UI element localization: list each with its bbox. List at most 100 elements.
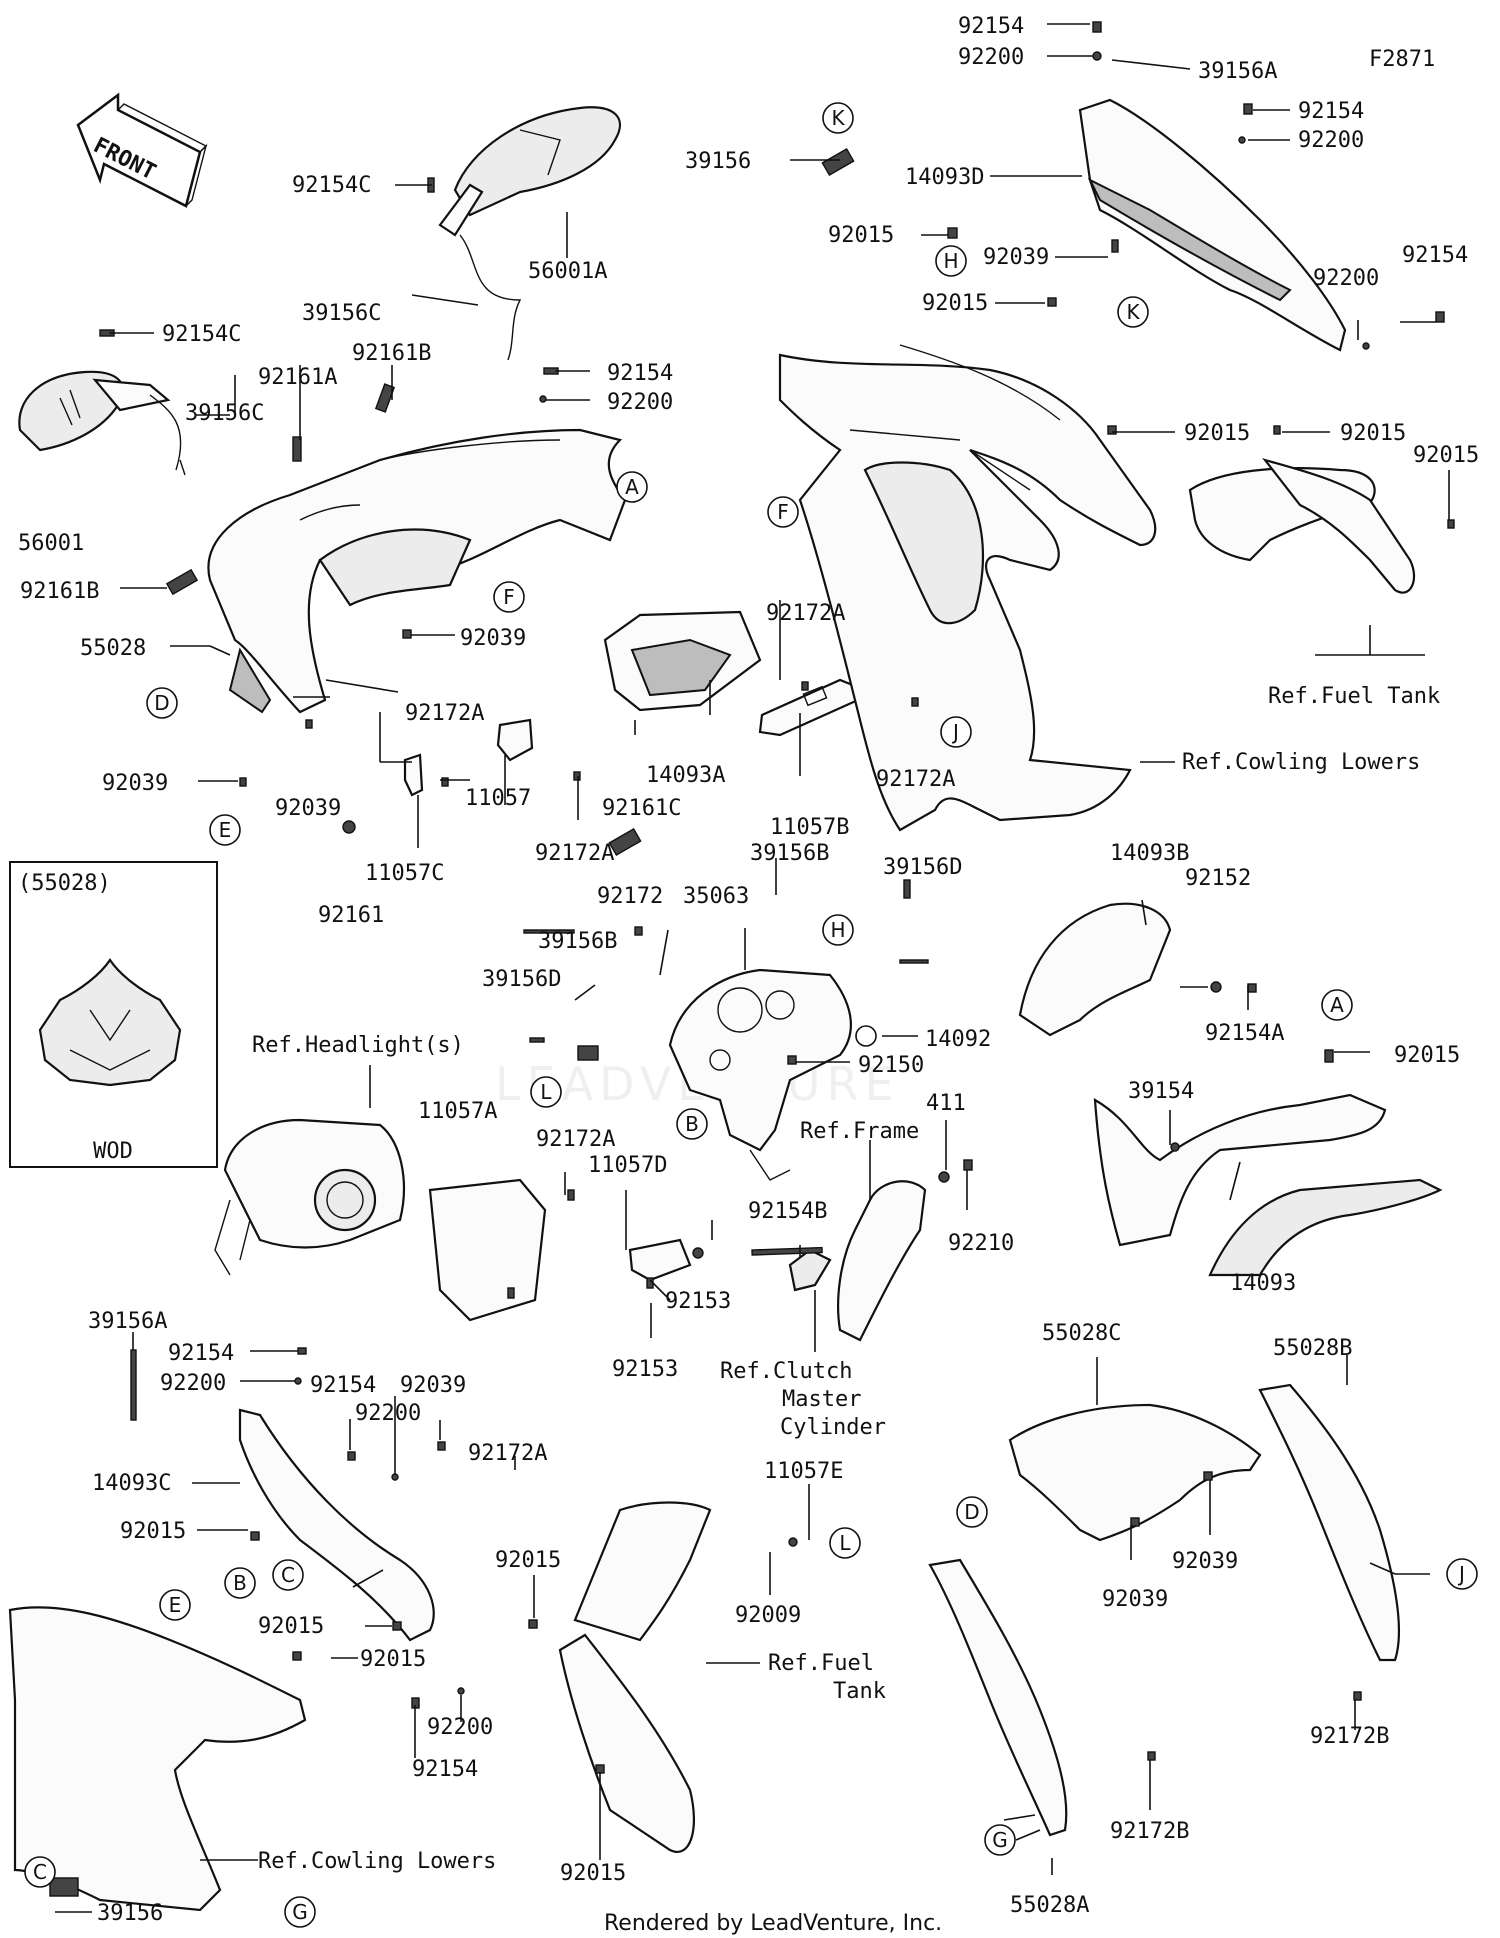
svg-text:D: D	[154, 691, 169, 715]
label-92039: 92039	[102, 771, 168, 796]
label-39156: 39156	[97, 1901, 163, 1926]
label-ref-cowling-lowers: Ref.Cowling Lowers	[1182, 750, 1420, 775]
label-39156A: 39156A	[88, 1309, 167, 1334]
label-92154C: 92154C	[292, 173, 371, 198]
label-39156D: 39156D	[482, 967, 561, 992]
label-92161: 92161	[318, 903, 384, 928]
label-92154: 92154	[607, 361, 673, 386]
inner-cowl-55028C	[1008, 1403, 1262, 1542]
label-92172A: 92172A	[766, 601, 845, 626]
fuel-tank-ref-left	[558, 1501, 712, 1853]
label-92172B: 92172B	[1310, 1724, 1389, 1749]
callout-K: K	[1117, 296, 1149, 328]
svg-text:K: K	[1126, 300, 1140, 324]
side-panel-14093C	[238, 1408, 435, 1642]
label-F2871: F2871	[1369, 47, 1435, 72]
label-11057E: 11057E	[764, 1459, 843, 1484]
label-14093B: 14093B	[1110, 841, 1189, 866]
callout-H: H	[935, 245, 967, 277]
label-14093: 14093	[1230, 1271, 1296, 1296]
callout-B: B	[676, 1108, 708, 1140]
side-cowl-55028A	[928, 1558, 1068, 1837]
upper-fairing-39154	[1093, 1093, 1387, 1247]
label-92210: 92210	[948, 1231, 1014, 1256]
callout-J: J	[940, 716, 972, 748]
callout-E: E	[209, 814, 241, 846]
svg-text:C: C	[33, 1860, 47, 1884]
label-master: Master	[782, 1387, 861, 1412]
label-11057C: 11057C	[365, 861, 444, 886]
callout-A: A	[1321, 989, 1353, 1021]
bracket-11057	[496, 718, 534, 762]
label-39156B: 39156B	[538, 929, 617, 954]
label-92015: 92015	[1340, 421, 1406, 446]
label-92039: 92039	[275, 796, 341, 821]
label-92161C: 92161C	[602, 796, 681, 821]
callouts: K H K A F F D E J H L B A B C E L D J G …	[24, 102, 1478, 1928]
label-92039: 92039	[1172, 1549, 1238, 1574]
label-39156C: 39156C	[185, 401, 264, 426]
label-92200: 92200	[1313, 266, 1379, 291]
label-92152: 92152	[1185, 866, 1251, 891]
label-92172A: 92172A	[468, 1441, 547, 1466]
callout-L: L	[530, 1076, 562, 1108]
bracket-11057B	[758, 678, 862, 737]
label-92154: 92154	[168, 1341, 234, 1366]
callout-B: B	[224, 1567, 256, 1599]
label-92154: 92154	[310, 1373, 376, 1398]
svg-text:G: G	[992, 1828, 1008, 1852]
label-14093A: 14093A	[646, 763, 725, 788]
label-39156: 39156	[685, 149, 751, 174]
label-92015: 92015	[1394, 1043, 1460, 1068]
inset-55028: (55028) WOD	[9, 861, 218, 1168]
svg-text:D: D	[964, 1500, 979, 1524]
label-92039: 92039	[1102, 1587, 1168, 1612]
label-92172B: 92172B	[1110, 1819, 1189, 1844]
callout-C: C	[24, 1856, 56, 1888]
label-11057B: 11057B	[770, 815, 849, 840]
label-92154C: 92154C	[162, 322, 241, 347]
label-92154: 92154	[412, 1757, 478, 1782]
svg-text:J: J	[951, 720, 959, 744]
callout-C: C	[272, 1559, 304, 1591]
label-55028C: 55028C	[1042, 1321, 1121, 1346]
side-panel-14093D	[1078, 98, 1347, 352]
label-39156A: 39156A	[1198, 59, 1277, 84]
svg-text:A: A	[625, 475, 639, 499]
label-cylinder: Cylinder	[780, 1415, 886, 1440]
label-ref-fuel-tank: Ref.Fuel Tank	[1268, 684, 1440, 709]
label-56001: 56001	[18, 531, 84, 556]
callout-F: F	[493, 581, 525, 613]
label-ref-frame: Ref.Frame	[800, 1119, 919, 1144]
label-411: 411	[926, 1091, 966, 1116]
label-92015: 92015	[828, 223, 894, 248]
label-92154B: 92154B	[748, 1199, 827, 1224]
callout-F: F	[767, 496, 799, 528]
mirror-left	[18, 370, 186, 476]
frame-ref	[837, 1180, 927, 1342]
label-92015: 92015	[560, 1861, 626, 1886]
callout-H: H	[822, 914, 854, 946]
label-39154: 39154	[1128, 1079, 1194, 1104]
label-55028B: 55028B	[1273, 1336, 1352, 1361]
bracket-11057C	[403, 753, 424, 797]
label-ref-clutch: Ref.Clutch	[720, 1359, 852, 1384]
svg-text:E: E	[169, 1593, 182, 1617]
svg-text:C: C	[281, 1563, 295, 1587]
label-92172A: 92172A	[876, 767, 955, 792]
label-92154: 92154	[958, 14, 1024, 39]
label-92200: 92200	[607, 390, 673, 415]
svg-text:L: L	[540, 1080, 552, 1104]
fuel-tank-ref-right	[1188, 458, 1416, 594]
label-92161B: 92161B	[352, 341, 431, 366]
inset-caption: WOD	[93, 1139, 133, 1164]
label-14093D: 14093D	[905, 165, 984, 190]
inset-code: (55028)	[18, 871, 111, 896]
label-92015: 92015	[360, 1647, 426, 1672]
svg-text:H: H	[943, 249, 958, 273]
front-arrow-icon: FRONT	[76, 92, 208, 208]
label-92039: 92039	[400, 1373, 466, 1398]
label-92172A: 92172A	[405, 701, 484, 726]
label-92015: 92015	[120, 1519, 186, 1544]
svg-text:J: J	[1457, 1562, 1465, 1586]
